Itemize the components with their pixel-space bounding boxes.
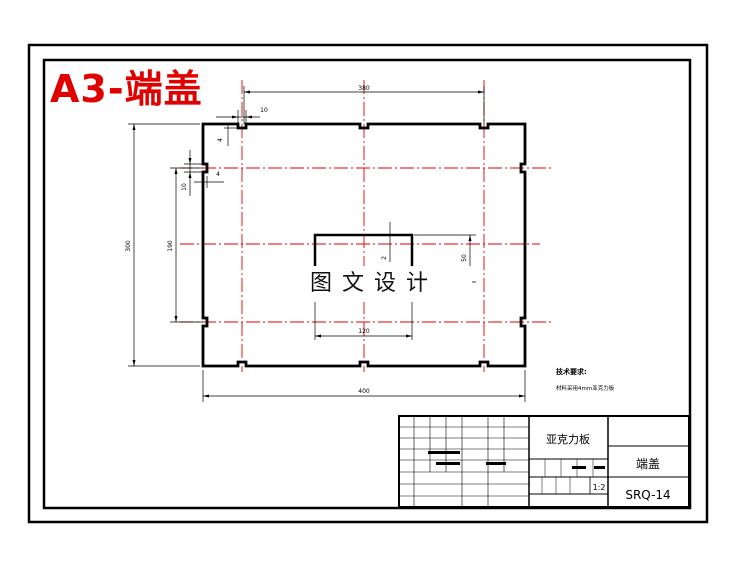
title-block-fills — [428, 451, 605, 469]
title-block — [398, 415, 690, 508]
outer-frame — [27, 43, 709, 524]
plate-outline — [201, 122, 527, 368]
sheet-title: A3-端盖 — [50, 67, 203, 111]
dim-inner-height: 190 — [167, 240, 174, 252]
inner-frame — [42, 58, 692, 510]
dim-side-notch-height: 10 — [181, 183, 188, 191]
dim-top-width: 380 — [358, 85, 370, 92]
inner-cutout — [313, 233, 414, 268]
tech-notes-line1: 材料采用4mm亚克力板 — [556, 384, 615, 392]
tech-notes-title: 技术要求: — [556, 367, 587, 376]
title-block-scale: 1:2 — [593, 483, 606, 492]
dim-cutout-height: 50 — [461, 254, 468, 262]
dim-cutout-width: 120 — [358, 328, 370, 335]
dim-left-height: 300 — [125, 240, 132, 252]
title-block-material: 亚克力板 — [546, 432, 590, 446]
dimension-arrows — [132, 90, 525, 398]
dim-cutout-depth: 2 — [381, 256, 388, 260]
title-block-part-name: 端盖 — [636, 457, 660, 471]
title-block-drawing-number: SRQ-14 — [625, 488, 670, 502]
dim-notch-depth: 4 — [217, 138, 224, 142]
dim-bottom-width: 400 — [358, 388, 370, 395]
dim-side-notch-depth: 4 — [216, 171, 220, 178]
dim-notch-width: 10 — [260, 107, 268, 114]
watermark-label: 图文设计 — [276, 266, 472, 302]
